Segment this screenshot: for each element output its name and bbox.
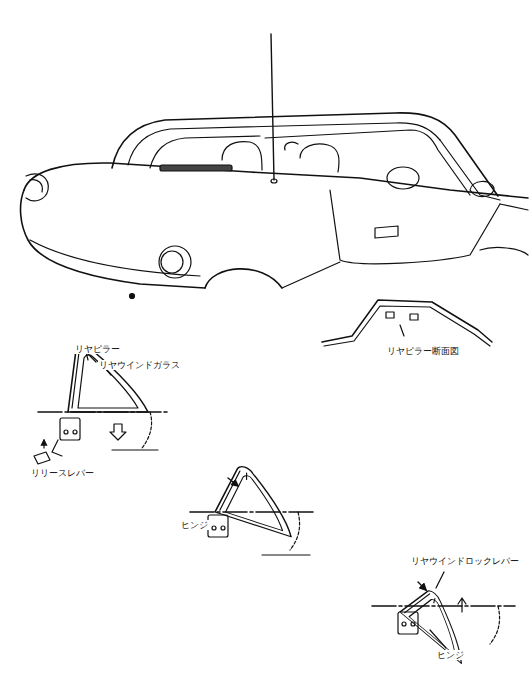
part-label: リリースレバー [30, 468, 95, 478]
part-label: リヤピラー断面図 [386, 346, 460, 356]
part-label: リヤピラー [74, 344, 121, 354]
part-label: ヒンジ [436, 650, 465, 660]
part-label: ヒンジ [180, 520, 209, 530]
part-label: リヤウインドガラス [98, 360, 181, 370]
part-label: リヤウインドロックレバー [410, 556, 520, 566]
